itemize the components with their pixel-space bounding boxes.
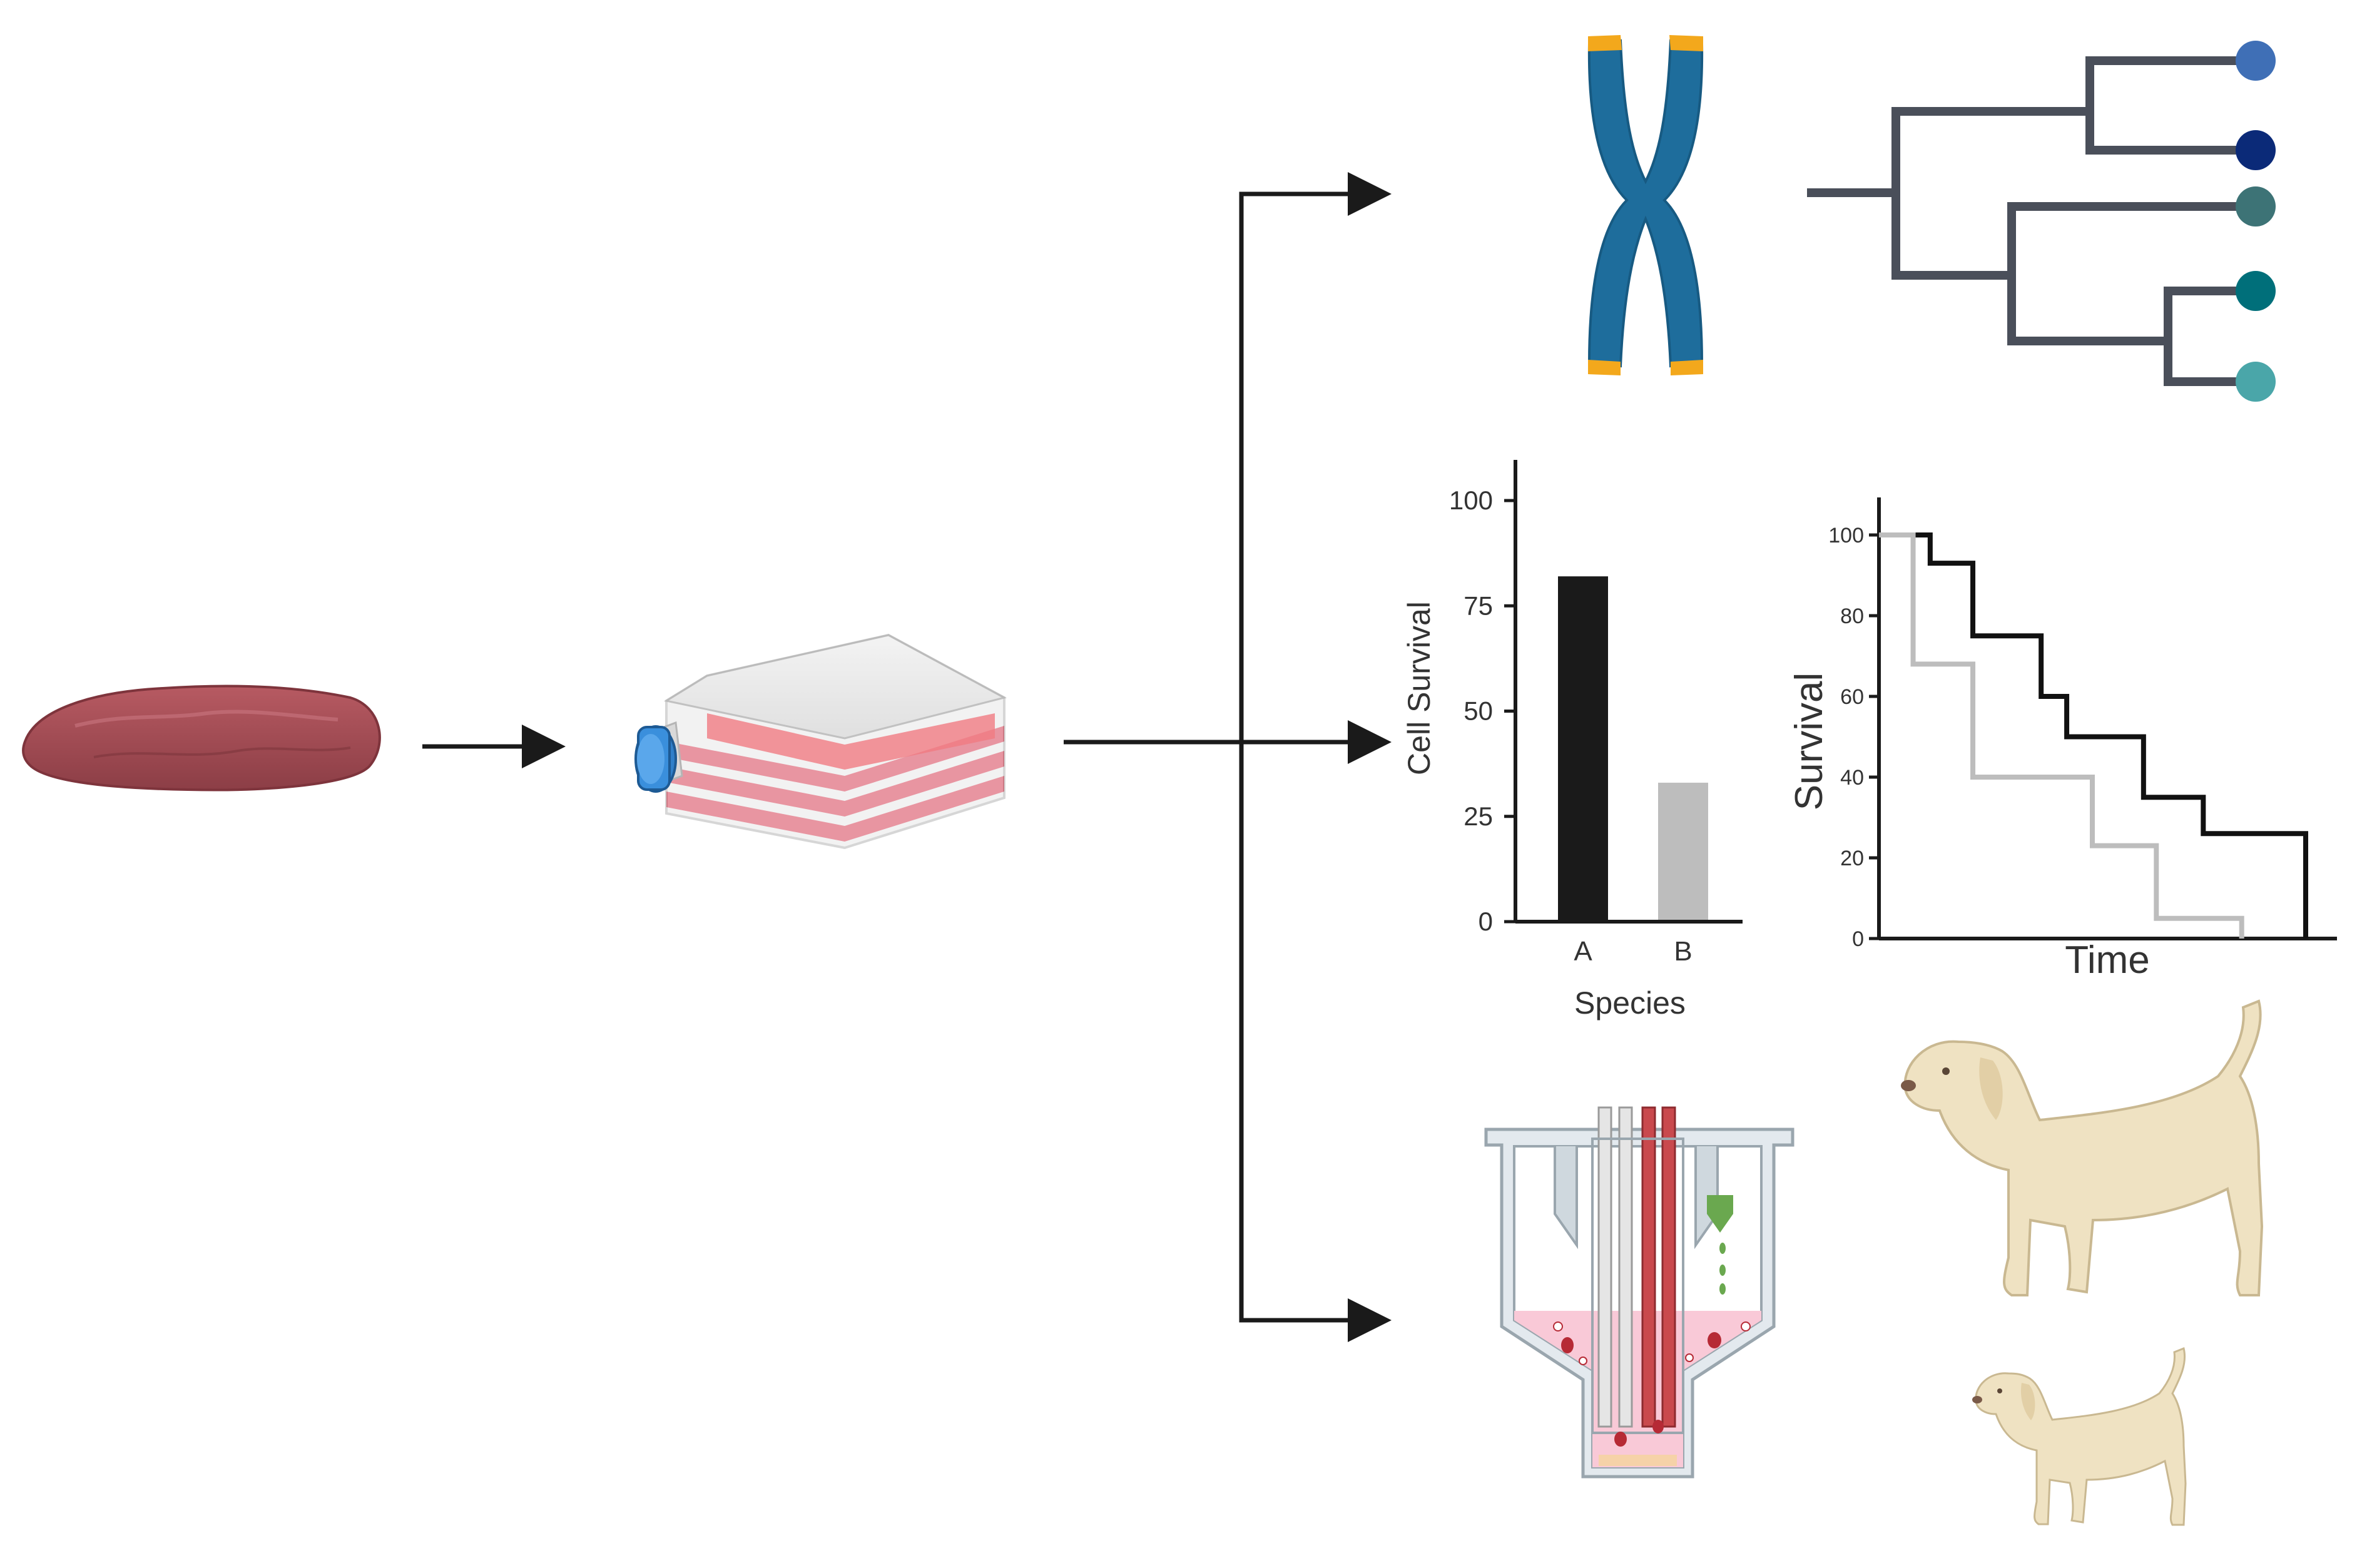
bar-b: [1658, 782, 1708, 920]
bar-chart-ylabel: Cell Survival: [1402, 601, 1437, 775]
dog-small-icon: [1972, 1347, 2187, 1526]
bar-a: [1558, 576, 1608, 920]
km-chart-ytick-label: 100: [1828, 524, 1864, 547]
bar-chart-cell-survival: 0 25 50 75 100 A B Cell Survival Species: [1402, 460, 1743, 1021]
bar-chart-xtick-label: A: [1574, 936, 1592, 967]
phylogenetic-tree-icon: [1807, 56, 2260, 386]
tree-tip-1: [2236, 41, 2276, 81]
bar-chart-ytick-label: 75: [1464, 591, 1493, 620]
bar-chart-xlabel: Species: [1574, 985, 1686, 1021]
bar-chart-ytick-label: 50: [1464, 696, 1493, 726]
km-chart-ytick-label: 80: [1840, 604, 1864, 628]
km-chart-ytick-label: 40: [1840, 766, 1864, 790]
tissue-sample-icon: [22, 685, 381, 792]
km-chart-ylabel: Survival: [1788, 673, 1831, 811]
km-chart-xlabel: Time: [2065, 939, 2149, 982]
km-chart-ytick-label: 60: [1840, 685, 1864, 709]
km-curve-2: [1879, 532, 2244, 939]
chromosome-icon: [1587, 35, 1704, 375]
tree-tip-3: [2236, 186, 2276, 227]
dog-large-icon: [1901, 999, 2264, 1296]
tree-tip-2: [2236, 130, 2276, 170]
km-chart-ytick-label: 0: [1852, 927, 1864, 951]
tree-tip-5: [2236, 362, 2276, 402]
bar-chart-ytick-label: 0: [1479, 907, 1493, 936]
tree-tip-4: [2236, 271, 2276, 311]
bioreactor-icon: [1484, 1106, 1794, 1479]
cell-culture-flask-icon: [634, 633, 1007, 850]
bar-chart-xtick-label: B: [1674, 936, 1692, 967]
survival-curve-chart: 0 20 40 60 80 100 Survival Time: [1788, 497, 2337, 982]
km-curve-1: [1879, 532, 2308, 939]
bar-chart-ytick-label: 25: [1464, 802, 1493, 831]
branch-connector: [1239, 172, 1392, 1342]
bar-chart-ytick-label: 100: [1449, 486, 1493, 515]
km-chart-ytick-label: 20: [1840, 847, 1864, 870]
